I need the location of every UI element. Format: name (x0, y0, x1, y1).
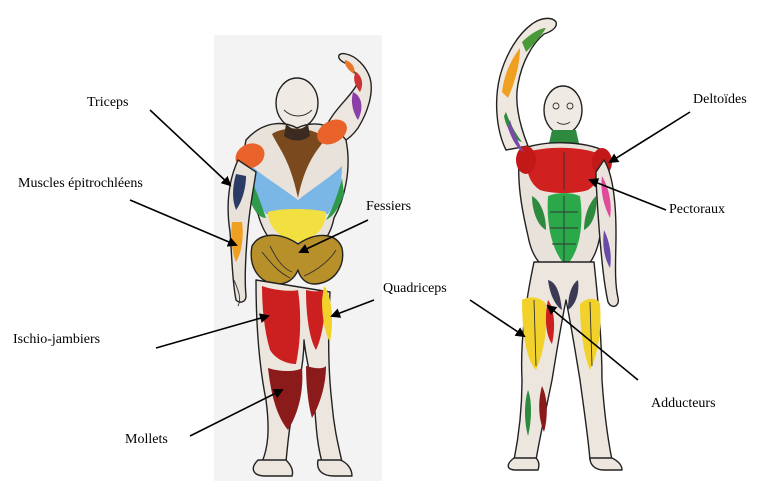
front-feet (508, 458, 622, 470)
label-fessiers: Fessiers (366, 199, 411, 215)
label-pectoraux: Pectoraux (669, 202, 725, 218)
front-deltoid-left (516, 146, 536, 174)
arrow-quadriceps (470, 300, 524, 336)
label-triceps: Triceps (87, 95, 129, 111)
arrow-deltoides (610, 112, 690, 162)
label-quadriceps: Quadriceps (383, 281, 447, 297)
label-adducteurs: Adducteurs (651, 396, 716, 412)
label-mollets: Mollets (125, 432, 168, 448)
front-hanging-arm (596, 160, 618, 306)
label-deltoides: Deltoïdes (693, 92, 747, 108)
label-epitrochleens: Muscles épitrochléens (18, 176, 143, 192)
front-head (544, 86, 582, 134)
back-view-figure (214, 35, 382, 481)
front-view-figure (497, 18, 622, 470)
label-ischio-jambiers: Ischio-jambiers (13, 332, 100, 348)
back-head (276, 78, 318, 128)
